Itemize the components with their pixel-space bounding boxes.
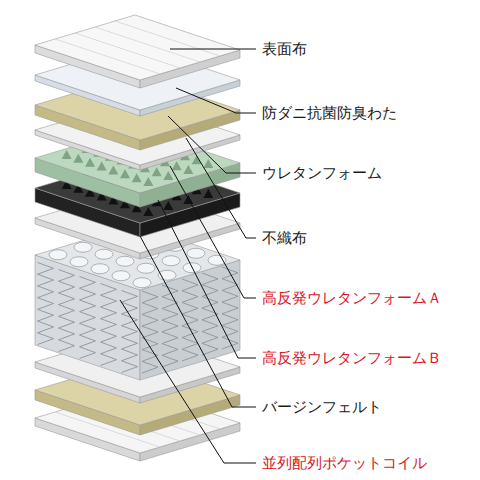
part-name: 表面布 <box>262 40 307 58</box>
coil-top <box>133 278 151 288</box>
quilt-stitch <box>115 21 220 56</box>
foam-spike <box>143 177 153 186</box>
foam-spike <box>203 189 213 198</box>
foam-spike <box>85 158 95 167</box>
coil-top <box>116 256 134 266</box>
coil-spring <box>182 279 198 361</box>
foam-spike <box>73 154 83 163</box>
coil-spring <box>222 267 238 349</box>
foam-spike <box>62 150 72 159</box>
mattress-layer <box>35 15 240 88</box>
coil-spring <box>122 291 138 373</box>
part-name: 高反発ウレタンフォームＢ <box>262 349 442 367</box>
layer-side <box>35 255 140 380</box>
part-name: 並列配列ポケットコイル <box>262 454 427 472</box>
leader-line <box>120 300 256 463</box>
coil-top <box>112 271 130 281</box>
coil-top <box>91 264 109 274</box>
part-name: バージンフェルト <box>262 398 382 416</box>
leader-line <box>186 138 256 238</box>
part-name: 防ダニ抗菌防臭わた <box>262 104 397 122</box>
coil-top <box>70 257 88 267</box>
coil-spring <box>142 291 158 373</box>
leader-line <box>170 49 256 50</box>
leader-line <box>140 236 256 407</box>
leader-line <box>176 88 256 113</box>
foam-spike <box>183 165 193 174</box>
foam-spike <box>143 207 153 216</box>
part-name: 不織布 <box>262 229 307 247</box>
coil-top <box>187 248 205 258</box>
coil-spring <box>80 277 96 359</box>
foam-spike <box>120 169 130 178</box>
foam-spike <box>97 162 107 171</box>
foam-spike <box>152 167 162 176</box>
coil-top <box>137 263 155 273</box>
foam-spike <box>172 161 182 170</box>
layer-top <box>35 15 240 80</box>
foam-spike <box>108 165 118 174</box>
leader-line <box>168 116 256 173</box>
coil-spring <box>162 285 178 367</box>
foam-spike <box>163 201 173 210</box>
coil-top <box>74 242 92 252</box>
leader-line <box>158 200 256 358</box>
coil-top <box>49 250 67 260</box>
coil-spring <box>101 284 117 366</box>
coil-top <box>95 249 113 259</box>
coil-spring <box>59 270 75 352</box>
leader-line <box>170 166 256 298</box>
foam-spike <box>163 171 173 180</box>
foam-spike <box>132 173 142 182</box>
foam-spike <box>203 159 213 168</box>
part-name: ウレタンフォーム <box>262 164 382 182</box>
coil-top <box>162 256 180 266</box>
part-name: 高反発ウレタンフォームＡ <box>262 289 442 307</box>
coil-spring <box>38 263 54 345</box>
